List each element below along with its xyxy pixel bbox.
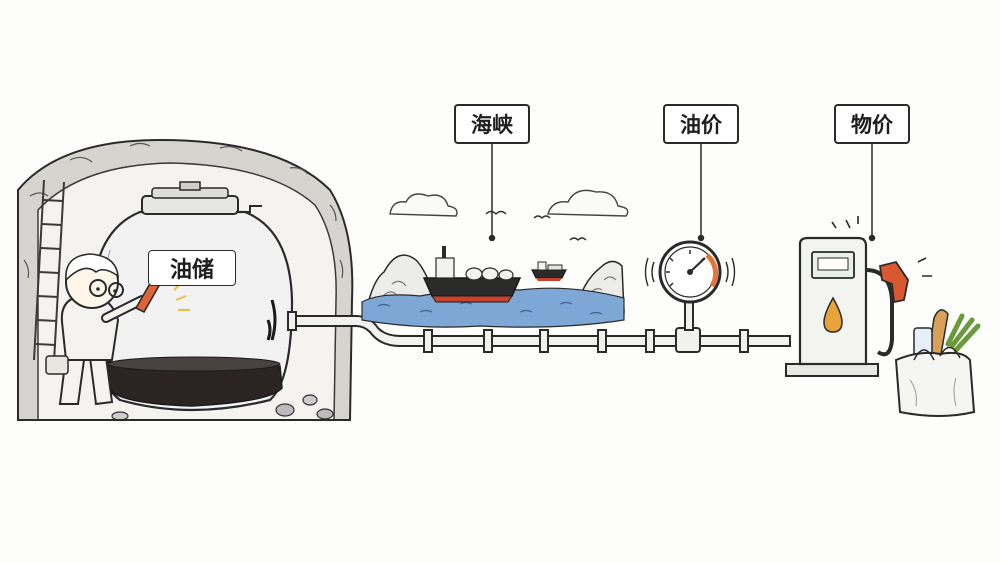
storage-tank-icon [90, 181, 294, 412]
label-connectors [488, 144, 876, 242]
oil-price-label: 油价 [663, 104, 739, 144]
child-icon [45, 253, 147, 406]
fuel-pump-icon [785, 216, 932, 377]
tanker-ship-icon [422, 246, 522, 303]
cloud-icon [389, 193, 458, 217]
bird-icon [485, 210, 587, 241]
strait-label: 海峡 [454, 104, 530, 144]
oil-drop-icon [823, 296, 843, 333]
tanker-ship-icon [531, 261, 567, 281]
cloud-icon [547, 189, 629, 217]
strait-scene [361, 254, 625, 328]
oil-storage-label: 油储 [148, 250, 236, 286]
ladder-icon [33, 179, 65, 363]
grocery-bag-icon [894, 309, 981, 417]
consumer-prices-label: 物价 [834, 104, 910, 144]
pressure-gauge-icon [644, 240, 736, 304]
